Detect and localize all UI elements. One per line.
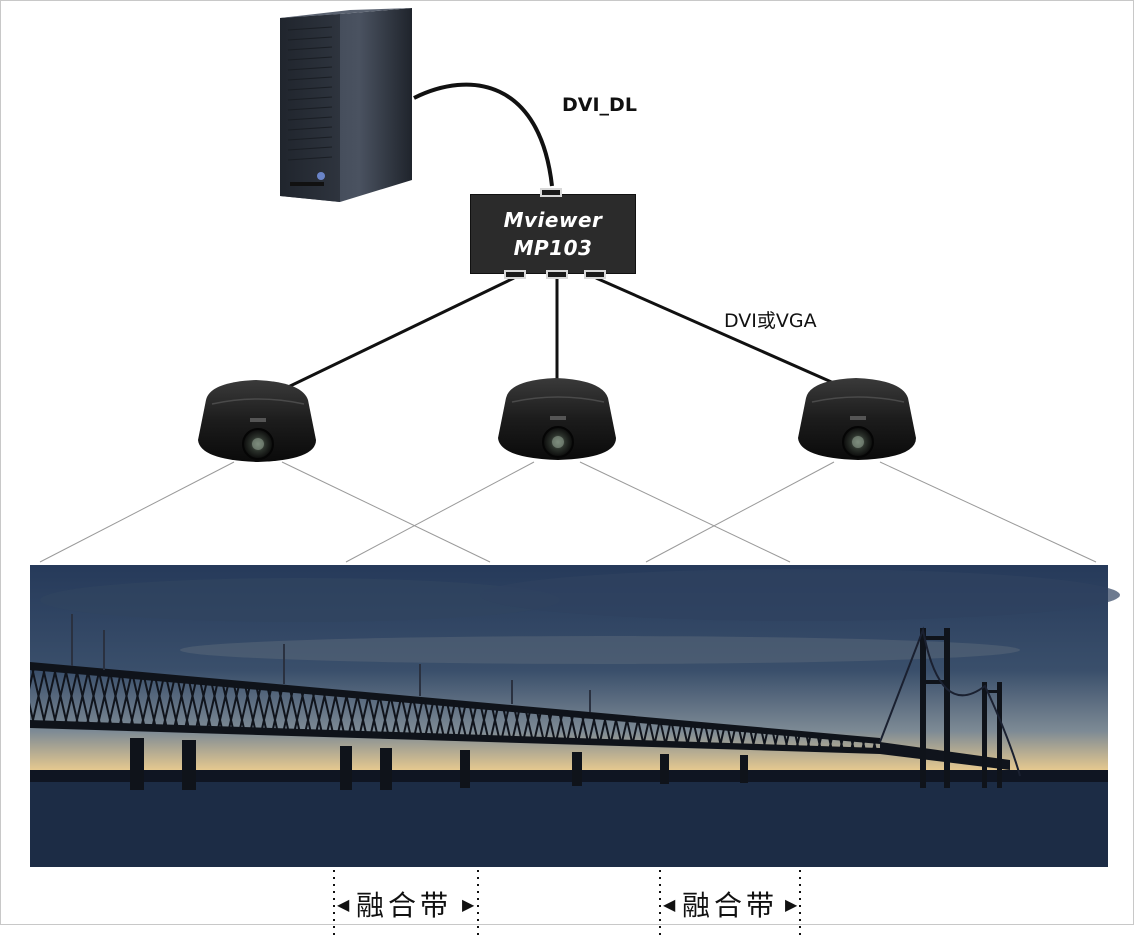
arrow-left-icon: ◀ [337,895,350,914]
cable-dvi-vga [285,276,837,390]
output-port [584,270,606,279]
projector-icon [198,380,316,462]
output-port [546,270,568,279]
device-name-line1: Mviewer [503,208,603,232]
projector-icon [798,378,916,460]
arrow-right-icon: ▶ [785,895,798,914]
projector-icon [498,378,616,460]
mviewer-device: Mviewer MP103 [470,194,636,274]
output-port [504,270,526,279]
cable-label-dvi-dl: DVI_DL [562,94,637,116]
bridge-panorama-image [30,565,1120,867]
arrow-right-icon: ▶ [462,895,475,914]
arrow-left-icon: ◀ [663,895,676,914]
input-port [540,188,562,197]
blend-zone-label: 融合带 [682,889,779,922]
blend-zone-label: 融合带 [356,889,453,922]
cable-label-dvi-vga: DVI或VGA [724,310,817,332]
projection-lines [39,461,1097,563]
tower-server-icon [280,8,412,202]
device-name-line2: MP103 [513,236,593,260]
cable-dvi-dl [413,82,554,187]
